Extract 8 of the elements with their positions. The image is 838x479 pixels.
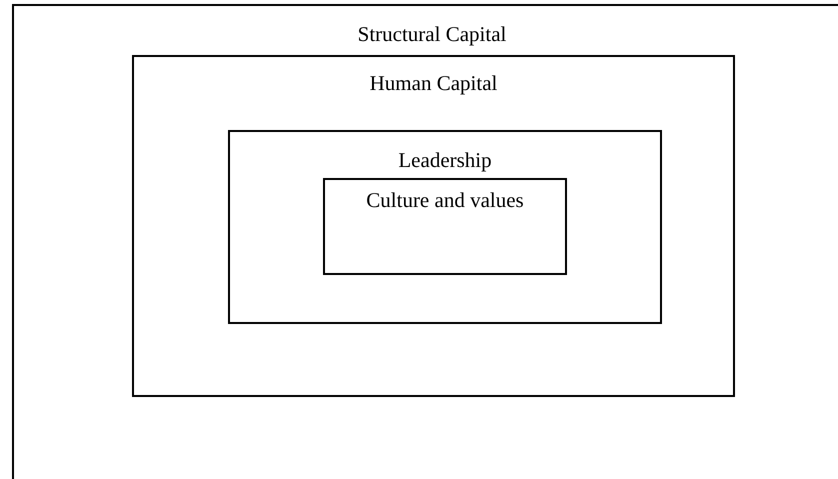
- box-title: Culture and values: [365, 188, 525, 212]
- nested-box: [132, 55, 735, 397]
- box-title: Leadership: [397, 148, 493, 172]
- box-title: Structural Capital: [356, 22, 508, 46]
- nested-box: [323, 178, 567, 275]
- nested-box: [228, 130, 662, 324]
- nested-box: [12, 4, 838, 479]
- box-title: Human Capital: [368, 71, 498, 95]
